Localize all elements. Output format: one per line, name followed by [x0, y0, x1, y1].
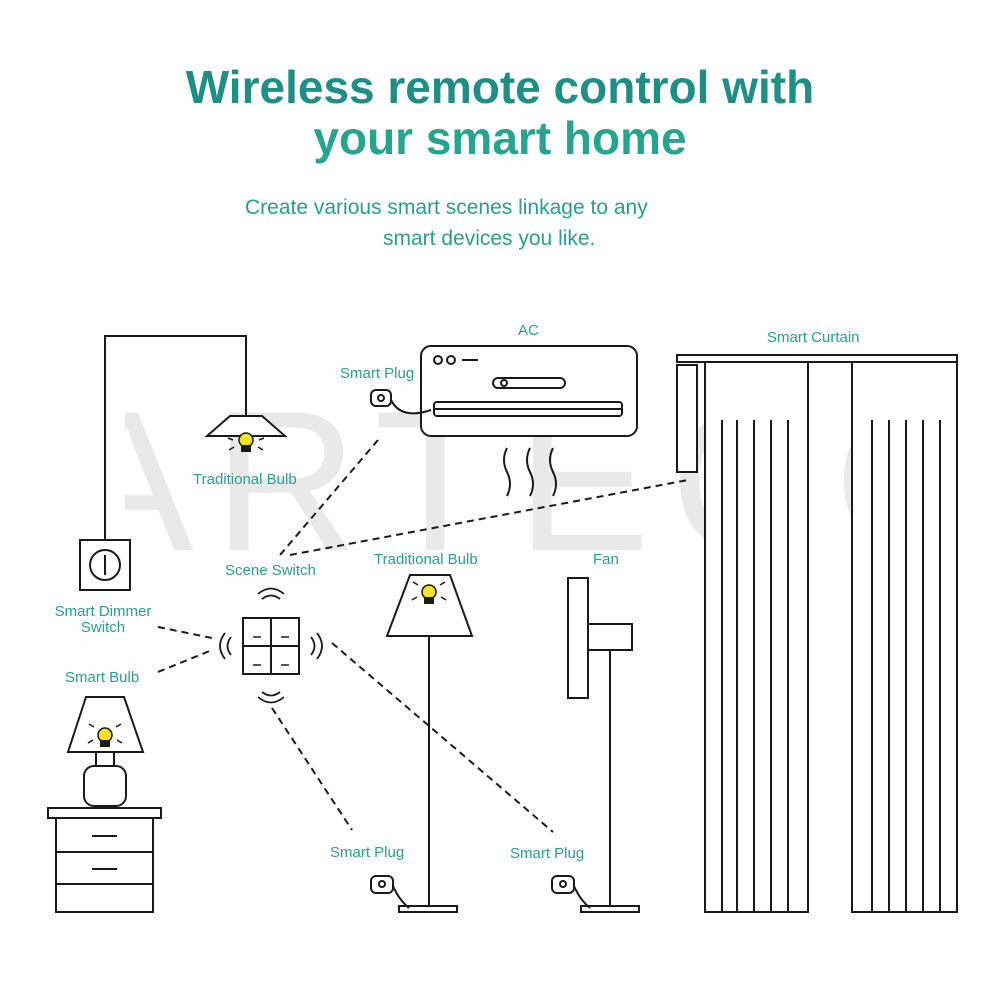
label-smart-plug-fan: Smart Plug	[510, 845, 585, 862]
subtitle-line1: Create various smart scenes linkage to a…	[245, 196, 648, 219]
ceiling-wiring	[104, 335, 247, 540]
ac-unit-icon	[420, 345, 638, 497]
dimmer-switch-icon	[79, 539, 131, 591]
label-smart-dimmer-switch-line2: Switch	[80, 619, 126, 636]
table-lamp-icon	[66, 696, 145, 807]
smart-plug-floor-lamp-icon	[370, 875, 410, 909]
smart-curtain-icon	[676, 354, 958, 913]
label-smart-plug-floor-lamp: Smart Plug	[330, 844, 405, 861]
floor-lamp-icon	[385, 574, 474, 913]
ceiling-lamp-icon	[204, 415, 288, 452]
label-scene-switch: Scene Switch	[225, 562, 316, 579]
page-title-line1: Wireless remote control with	[185, 61, 815, 113]
label-smart-dimmer-switch-line1: Smart Dimmer	[54, 603, 152, 620]
label-smart-curtain: Smart Curtain	[767, 329, 860, 346]
fan-icon	[567, 577, 640, 913]
label-traditional-bulb-floor: Traditional Bulb	[374, 551, 478, 568]
label-traditional-bulb-ceiling: Traditional Bulb	[193, 471, 297, 488]
smart-plug-fan-icon	[551, 875, 591, 909]
label-smart-bulb: Smart Bulb	[65, 669, 140, 686]
wireless-links	[157, 439, 689, 833]
label-ac: AC	[518, 322, 539, 339]
scene-switch-icon	[219, 587, 323, 704]
nightstand-icon	[47, 807, 162, 913]
subtitle-line2: smart devices you like.	[383, 227, 596, 250]
label-fan: Fan	[593, 551, 619, 568]
smart-plug-ac-icon	[370, 389, 432, 415]
label-smart-plug-ac: Smart Plug	[340, 365, 415, 382]
page-title-line2: your smart home	[313, 112, 687, 164]
